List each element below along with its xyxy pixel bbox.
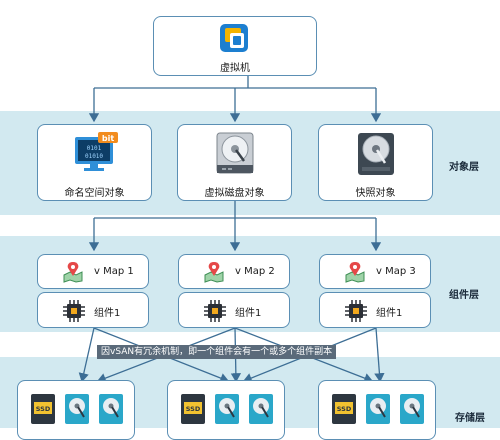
ssd-icon: SSD: [332, 394, 356, 424]
map-pin-icon: [63, 262, 83, 283]
snapshot-object-label: 快照对象: [355, 188, 396, 199]
vmap-box-3: v Map 3: [319, 254, 431, 289]
component-label-2: 组件1: [235, 308, 262, 319]
snapshot-object-box: 快照对象: [318, 124, 433, 201]
chip-icon: [345, 300, 367, 322]
ssd-label: SSD: [186, 405, 201, 413]
hdd-icon: [99, 394, 123, 424]
hdd-icon: [249, 394, 273, 424]
component-box-2: 组件1: [178, 292, 290, 328]
ssd-label: SSD: [337, 405, 352, 413]
chip-icon: [204, 300, 226, 322]
vmap-box-2: v Map 2: [178, 254, 290, 289]
ssd-icon: SSD: [31, 394, 55, 424]
ssd-icon: SSD: [181, 394, 205, 424]
vmap-box-1: v Map 1: [37, 254, 149, 289]
hdd-icon: [215, 394, 239, 424]
vmap-label-3: v Map 3: [376, 266, 416, 277]
component-label-1: 组件1: [94, 308, 121, 319]
hdd-icon: [366, 394, 390, 424]
hard-disk-icon: [216, 132, 254, 174]
vmap-label-2: v Map 2: [235, 266, 275, 277]
map-pin-icon: [204, 262, 224, 283]
vmap-label-1: v Map 1: [94, 266, 134, 277]
ssd-label: SSD: [36, 405, 51, 413]
bit-monitor-icon: bit 0101 01010: [75, 132, 118, 171]
vm-label: 虚拟机: [220, 63, 250, 74]
virtual-disk-object-label: 虚拟磁盘对象: [204, 188, 265, 199]
component-layer-label: 组件层: [449, 290, 479, 301]
storage-box-3: SSD: [318, 380, 436, 440]
vmware-icon: [220, 24, 248, 52]
redundancy-note: 因vSAN有冗余机制，即一个组件会有一个或多个组件副本: [97, 345, 337, 359]
namespace-object-box: bit 0101 01010 命名空间对象: [37, 124, 152, 201]
binary-line-1: 0101: [87, 145, 102, 152]
hdd-icon: [65, 394, 89, 424]
hdd-icon: [400, 394, 424, 424]
storage-box-1: SSD: [17, 380, 135, 440]
disk-snapshot-icon: [358, 133, 394, 175]
chip-icon: [63, 300, 85, 322]
map-pin-icon: [345, 262, 365, 283]
storage-box-2: SSD: [167, 380, 285, 440]
binary-line-2: 01010: [85, 153, 103, 160]
component-box-1: 组件1: [37, 292, 149, 328]
storage-layer-label: 存储层: [455, 413, 485, 424]
virtual-disk-object-box: 虚拟磁盘对象: [177, 124, 292, 201]
vm-box: 虚拟机: [153, 16, 317, 76]
component-label-3: 组件1: [376, 308, 403, 319]
component-box-3: 组件1: [319, 292, 431, 328]
bit-badge: bit: [102, 134, 114, 143]
namespace-object-label: 命名空间对象: [64, 188, 125, 199]
object-layer-label: 对象层: [449, 162, 479, 173]
